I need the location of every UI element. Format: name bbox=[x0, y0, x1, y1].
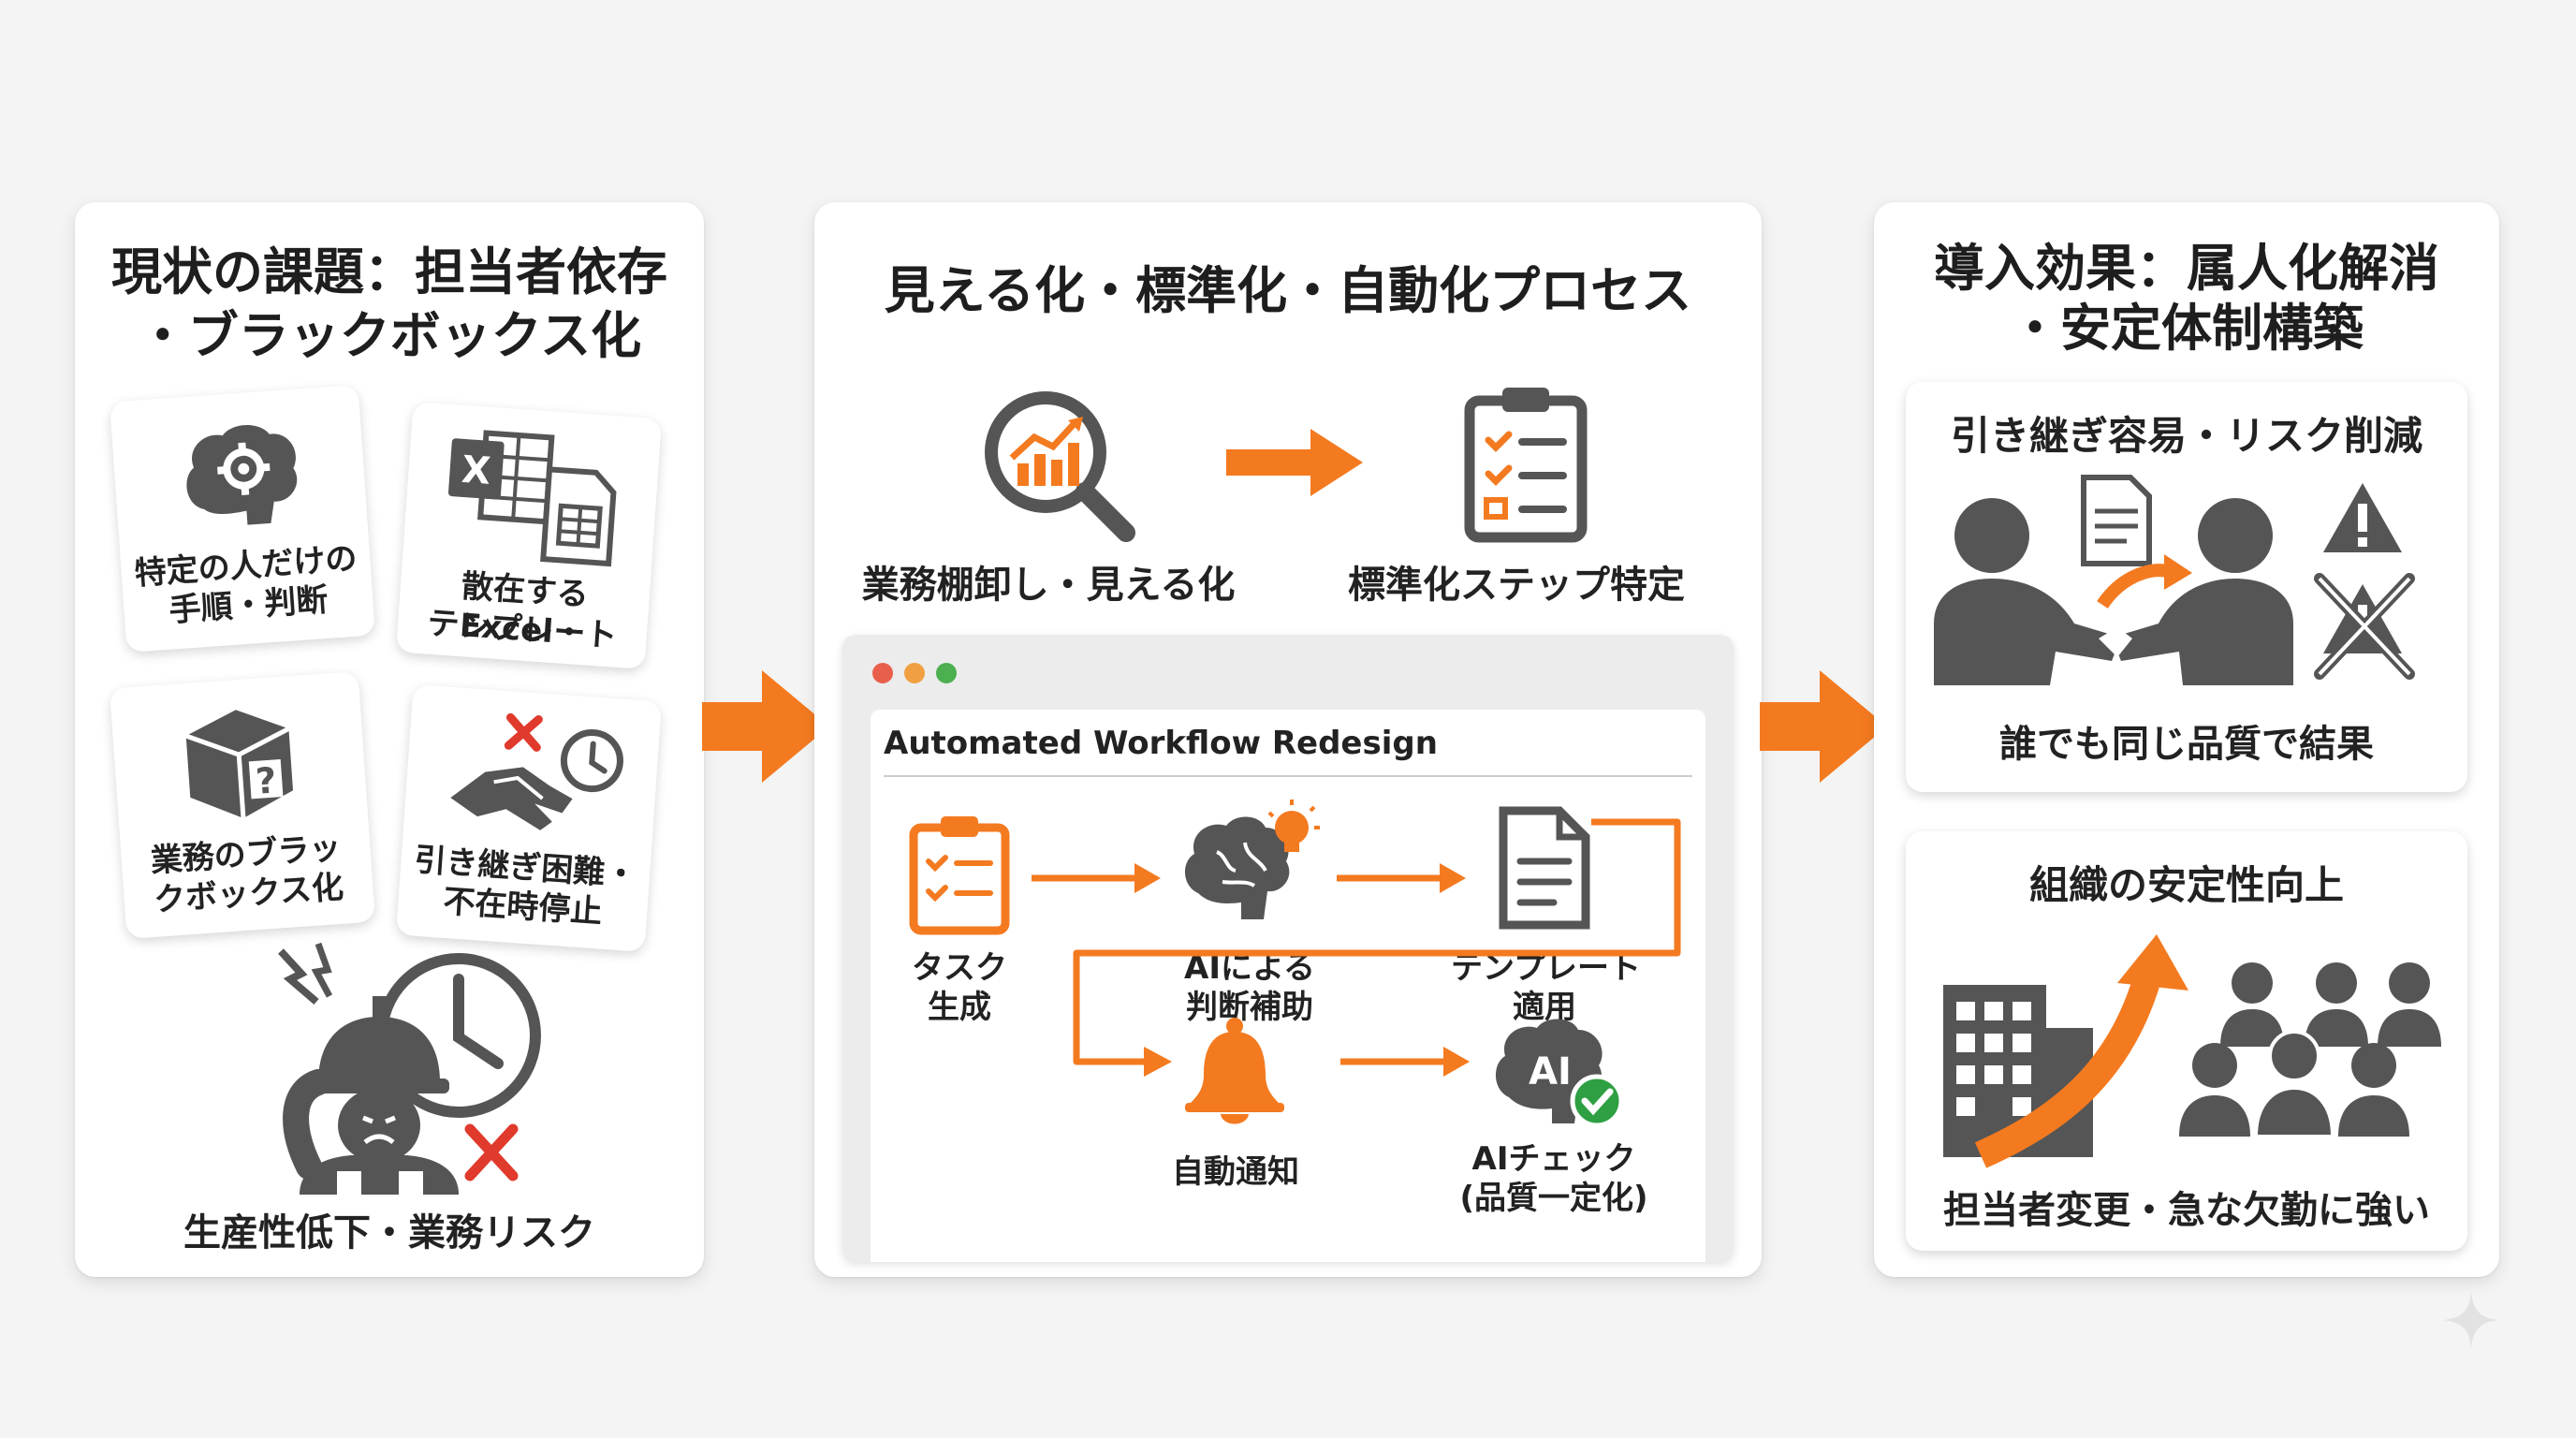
ai-check-icon: AI bbox=[1495, 1019, 1624, 1128]
effect-card2-caption: 担当者変更・急な欠勤に強い bbox=[1943, 1189, 2430, 1232]
window-minimize-dot[interactable] bbox=[904, 663, 925, 683]
node-task-label-line2: 生成 bbox=[928, 989, 991, 1026]
window-title: Automated Workflow Redesign bbox=[884, 725, 1438, 762]
node-template-label-line2: 適用 bbox=[1513, 989, 1576, 1026]
step2-label: 標準化ステップ特定 bbox=[1348, 564, 1685, 607]
middle-panel: 見える化・標準化・自動化プロセス 業務棚卸し・見える化 標準化ステップ特定 bbox=[814, 202, 1762, 1277]
left-panel-title-line1: 現状の課題：担当者依存 bbox=[111, 242, 667, 301]
node-ai-check-label-line2: (品質一定化) bbox=[1459, 1180, 1648, 1217]
window-maximize-dot[interactable] bbox=[936, 663, 957, 683]
magnifier-chart-icon bbox=[985, 391, 1135, 542]
issue-card-black-box: ? 業務のブラッ クボックス化 bbox=[109, 671, 376, 939]
svg-text:?: ? bbox=[255, 759, 278, 801]
ai-brain-bulb-icon bbox=[1184, 800, 1320, 919]
right-panel: 導入効果：属人化解消 ・安定体制構築 引き継ぎ容易・リスク削減 bbox=[1874, 202, 2499, 1277]
left-bottom-label: 生産性低下・業務リスク bbox=[183, 1211, 595, 1255]
right-panel-title-line2: ・安定体制構築 bbox=[2010, 299, 2364, 358]
effect-card-handover: 引き継ぎ容易・リスク削減 誰でも同じ品質で結果 bbox=[1906, 382, 2467, 792]
left-panel: 現状の課題：担当者依存 ・ブラックボックス化 特定の人だけの 手順・判断 X bbox=[75, 202, 704, 1277]
process-arrow-icon bbox=[1226, 429, 1363, 496]
flow-arrow-3 bbox=[1340, 1047, 1470, 1077]
node-notify-label: 自動通知 bbox=[1172, 1153, 1299, 1191]
bell-icon bbox=[1185, 1018, 1284, 1124]
flow-arrow-middle-to-right bbox=[1760, 670, 1887, 783]
svg-text:X: X bbox=[461, 448, 492, 493]
checklist-icon bbox=[1464, 388, 1588, 543]
stressed-worker-icon bbox=[278, 942, 541, 1195]
step1-label: 業務棚卸し・見える化 bbox=[861, 564, 1236, 607]
flow-arrow-2 bbox=[1337, 863, 1466, 893]
brain-gear-icon bbox=[186, 425, 298, 525]
sparkle-icon bbox=[2443, 1292, 2499, 1348]
template-document-icon bbox=[1499, 806, 1590, 930]
window-content: Automated Workflow Redesign タスク 生成 bbox=[871, 710, 1705, 1262]
left-panel-title-line2: ・ブラックボックス化 bbox=[137, 306, 642, 365]
window-close-dot[interactable] bbox=[872, 663, 893, 683]
handover-people-icon bbox=[1934, 475, 2415, 685]
task-clipboard-icon bbox=[909, 816, 1010, 935]
right-panel-title-line1: 導入効果：属人化解消 bbox=[1934, 239, 2439, 298]
flow-arrow-left-to-middle bbox=[702, 670, 829, 783]
workflow-window: Automated Workflow Redesign タスク 生成 bbox=[842, 635, 1734, 1262]
node-task-label-line1: タスク bbox=[912, 949, 1007, 987]
node-ai-assist-label-line2: 判断補助 bbox=[1186, 989, 1313, 1026]
issue-card-scattered-excel: X 散在するExcel・ テンプレート bbox=[395, 402, 663, 669]
flow-arrow-1 bbox=[1032, 863, 1161, 893]
effect-card2-title: 組織の安定性向上 bbox=[2028, 862, 2344, 908]
node-ai-check-label-line1: AIチェック bbox=[1471, 1140, 1636, 1178]
middle-panel-title: 見える化・標準化・自動化プロセス bbox=[884, 261, 1692, 320]
effect-card-stability: 組織の安定性向上 担当者変更・急な欠勤 bbox=[1906, 831, 2467, 1251]
excel-files-icon: X bbox=[447, 430, 617, 567]
issue-card-handover-difficulty: 引き継ぎ困難・ 不在時停止 bbox=[395, 684, 663, 952]
ai-badge-text: AI bbox=[1529, 1050, 1572, 1093]
mystery-box-icon: ? bbox=[184, 710, 294, 819]
issue-card-specific-person: 特定の人だけの 手順・判断 bbox=[109, 385, 376, 653]
failed-handshake-icon bbox=[450, 712, 623, 830]
effect-card1-caption: 誰でも同じ品質で結果 bbox=[1999, 723, 2374, 766]
flow-connector-wrap bbox=[1073, 818, 1681, 1077]
organization-growth-icon bbox=[1943, 934, 2441, 1168]
effect-card1-title: 引き継ぎ容易・リスク削減 bbox=[1950, 413, 2422, 459]
window-title-divider bbox=[884, 775, 1692, 777]
